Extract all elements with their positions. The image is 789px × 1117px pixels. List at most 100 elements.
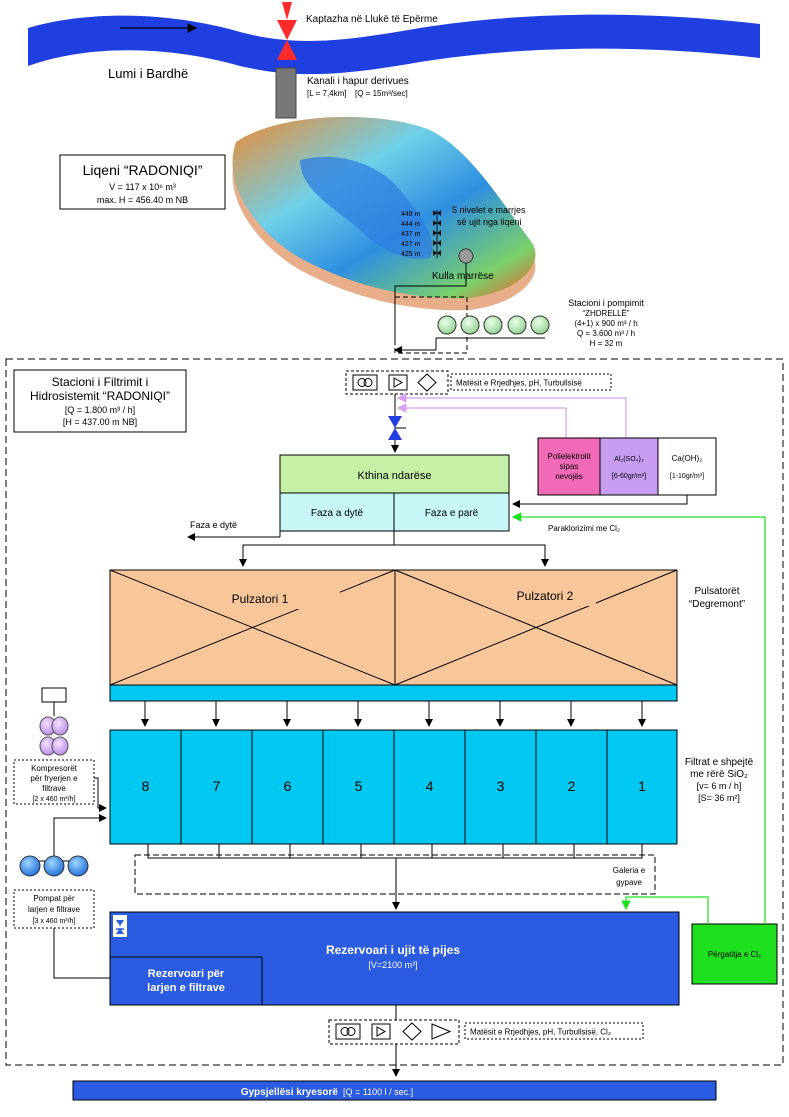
reservoir-title: Rezervoari i ujit të pijes — [326, 943, 460, 957]
compressor-label: për fryerjen e — [30, 774, 78, 783]
pulsator-1-label: Pulzatori 1 — [232, 592, 289, 606]
flow-meter-icon — [335, 1023, 361, 1040]
canal-spec-q: [Q = 15m³/sec] — [355, 89, 408, 98]
pump-icon — [19, 855, 41, 877]
filters-caption: [S= 36 m²] — [698, 793, 740, 803]
wash-pump-label: [3 x 460 m³/h] — [33, 918, 76, 925]
tower-label: Kulla marrëse — [432, 271, 494, 282]
wash-pump-label: larjen e filtrave — [28, 905, 81, 914]
pulsators-caption: Pulsatorët — [694, 586, 739, 597]
filter-station-spec: [H = 437.00 m NB] — [63, 417, 137, 427]
river-name: Lumi i Bardhë — [108, 66, 188, 81]
prechlor-label: Paraklorizimi me Cl₂ — [548, 524, 620, 533]
flow-meter-icon — [352, 374, 378, 391]
pump-icon — [483, 315, 503, 335]
meters-top-label: Matësit e Rrjedhjes, pH, Turbullsisë — [456, 379, 582, 388]
poly-label: Polielektrolit — [547, 452, 591, 461]
al-dose: [6-60gr/m³] — [612, 473, 646, 480]
pump-icon — [67, 855, 89, 877]
filter-station-info-box — [13, 369, 187, 433]
intake-levels: 448 m 444 m 437 m 427 m 425 m — [401, 210, 441, 258]
river-body — [28, 14, 760, 75]
phase-two-out-label: Faza e dytë — [190, 520, 237, 530]
water-level-icon — [113, 915, 127, 937]
lake-info-box — [59, 154, 226, 210]
compressor-motor-icon — [41, 687, 67, 703]
level-label: 448 m — [401, 211, 421, 218]
phase-two-label: Faza a dytë — [311, 508, 364, 519]
filter-number: 6 — [284, 778, 292, 794]
filter-station-frame — [5, 358, 784, 1066]
filter-cell — [464, 729, 537, 845]
chlorine-meter-icon — [431, 1023, 452, 1040]
filter-cell — [109, 729, 182, 845]
compressor-label: [2 x 460 m³/h] — [33, 796, 76, 803]
pump-icons — [437, 315, 550, 335]
levels-note-1: 5 nivelet e marrjes — [452, 205, 526, 215]
pump-icon — [43, 855, 65, 877]
wash-pump-label-box — [13, 889, 95, 929]
polyelectrolyte-box — [537, 437, 601, 496]
pulsator-channel — [109, 684, 678, 702]
wash-reservoir-label: larjen e filtrave — [147, 982, 225, 994]
lake-title: Liqeni “RADONIQI” — [83, 162, 203, 178]
filter-number: 4 — [426, 778, 434, 794]
canal-pipe — [275, 67, 297, 119]
ph-meter-icon — [388, 374, 408, 391]
filter-cell — [606, 729, 678, 845]
compressor-label-box — [13, 759, 95, 805]
pulsators-caption: “Degremont” — [689, 599, 745, 610]
main-pipeline — [72, 1080, 717, 1101]
phase-one-label: Faza e parë — [425, 508, 479, 519]
al-name: Al₂(SO₄)₃ — [614, 456, 644, 463]
lime-box — [657, 437, 717, 496]
compressor-icons — [39, 716, 69, 756]
chamber-title: Kthina ndarëse — [358, 470, 432, 482]
phase-two-cell — [279, 492, 395, 532]
turbidity-meter-icon — [417, 373, 437, 392]
filters-caption: me rërë SiO₂ — [690, 769, 748, 780]
gallery-label: gypave — [616, 878, 642, 887]
meters-bottom-label: Matësit e Rrjedhjes, pH, Turbullsisë, Cl… — [470, 1028, 611, 1037]
ca-name: Ca(OH)₂ — [672, 454, 703, 463]
sand-filters: 8 7 6 5 4 3 2 1 — [109, 729, 678, 845]
filter-station-title: Stacioni i Filtrimit i — [52, 375, 149, 389]
reservoir-volume: [V=2100 m³] — [368, 960, 417, 970]
distribution-chamber — [279, 454, 510, 494]
level-label: 437 m — [401, 231, 421, 238]
lake-volume: V = 117 x 10⁶ m³ — [109, 182, 176, 192]
pump-station-name: “ZHDRELLË” — [582, 309, 629, 318]
canal-title: Kanali i hapur derivues — [307, 76, 409, 87]
filter-cell — [393, 729, 466, 845]
wash-pump-icons — [19, 855, 89, 877]
pump-station-spec: Q = 3.600 m³ / h — [577, 329, 635, 338]
pulsator-1-label-bg — [236, 589, 340, 609]
level-label: 425 m — [401, 251, 421, 258]
filters-caption: [v= 6 m / h] — [697, 781, 742, 791]
control-valve-icon — [388, 416, 406, 440]
wash-water-reservoir — [109, 956, 263, 1006]
main-pipe-spec: [Q = 1100 l / sec.] — [343, 1087, 413, 1097]
pulsator-2-label: Pulzatori 2 — [517, 589, 574, 603]
poly-label: sipas — [560, 462, 579, 471]
filter-cell — [180, 729, 253, 845]
phase-one-cell — [393, 492, 510, 532]
filter-number: 5 — [355, 778, 363, 794]
pump-icon — [460, 315, 480, 335]
aluminium-sulfate-box — [599, 437, 659, 496]
filter-number: 2 — [568, 778, 576, 794]
filter-station-title: Hidrosistemit “RADONIQI” — [30, 389, 170, 403]
wash-pump-label: Pompat për — [33, 894, 75, 903]
chlorine-preparation-box — [691, 923, 778, 985]
pump-station-spec: (4+1) x 900 m³ / h — [574, 319, 637, 328]
pump-station-spec: H = 32 m — [590, 339, 623, 348]
turbidity-meter-icon — [402, 1022, 422, 1041]
filter-cell — [535, 729, 608, 845]
canal-spec-l: [L = 7,4km] — [307, 89, 347, 98]
meters-bottom-label-box — [464, 1022, 644, 1040]
main-pipe-title: Gypsjellësi kryesorë — [241, 1087, 339, 1098]
gallery-label: Galeria e — [613, 866, 646, 875]
filter-cell — [322, 729, 395, 845]
poly-label: nevojës — [555, 472, 583, 481]
